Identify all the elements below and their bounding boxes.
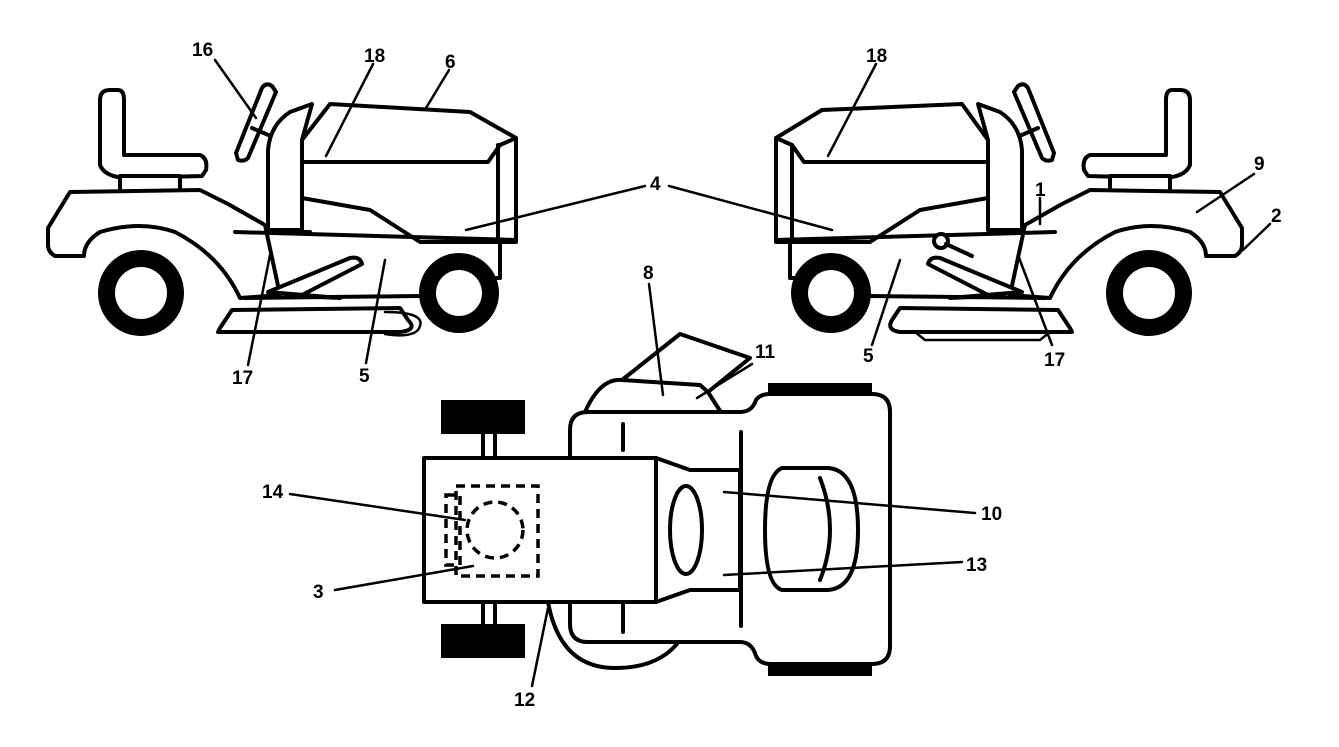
callout-11: 11 — [755, 342, 776, 363]
callout-labels: 16 18 6 4 17 5 18 1 9 2 5 17 8 11 14 3 1… — [192, 40, 1282, 711]
callout-18-left: 18 — [364, 46, 385, 67]
callout-3: 3 — [313, 582, 324, 603]
callout-6: 6 — [445, 52, 456, 73]
callout-18-right: 18 — [866, 46, 887, 67]
callout-12: 12 — [514, 690, 535, 711]
callout-2: 2 — [1271, 206, 1282, 227]
callout-4: 4 — [650, 174, 661, 195]
tractor-top-view — [422, 332, 892, 676]
callout-13: 13 — [966, 555, 987, 576]
callout-8: 8 — [643, 263, 654, 284]
tractor-right-side-view — [774, 82, 1244, 342]
callout-14: 14 — [262, 482, 284, 503]
tractor-left-side-view — [46, 82, 518, 337]
callout-16: 16 — [192, 40, 213, 61]
leader-lines — [213, 58, 1272, 688]
callout-17-right: 17 — [1044, 350, 1065, 371]
callout-5-right: 5 — [863, 346, 874, 367]
callout-5-left: 5 — [359, 366, 370, 387]
callout-10: 10 — [981, 504, 1002, 525]
callout-9: 9 — [1254, 154, 1265, 175]
callout-17-left: 17 — [232, 368, 253, 389]
callout-1: 1 — [1035, 180, 1046, 201]
